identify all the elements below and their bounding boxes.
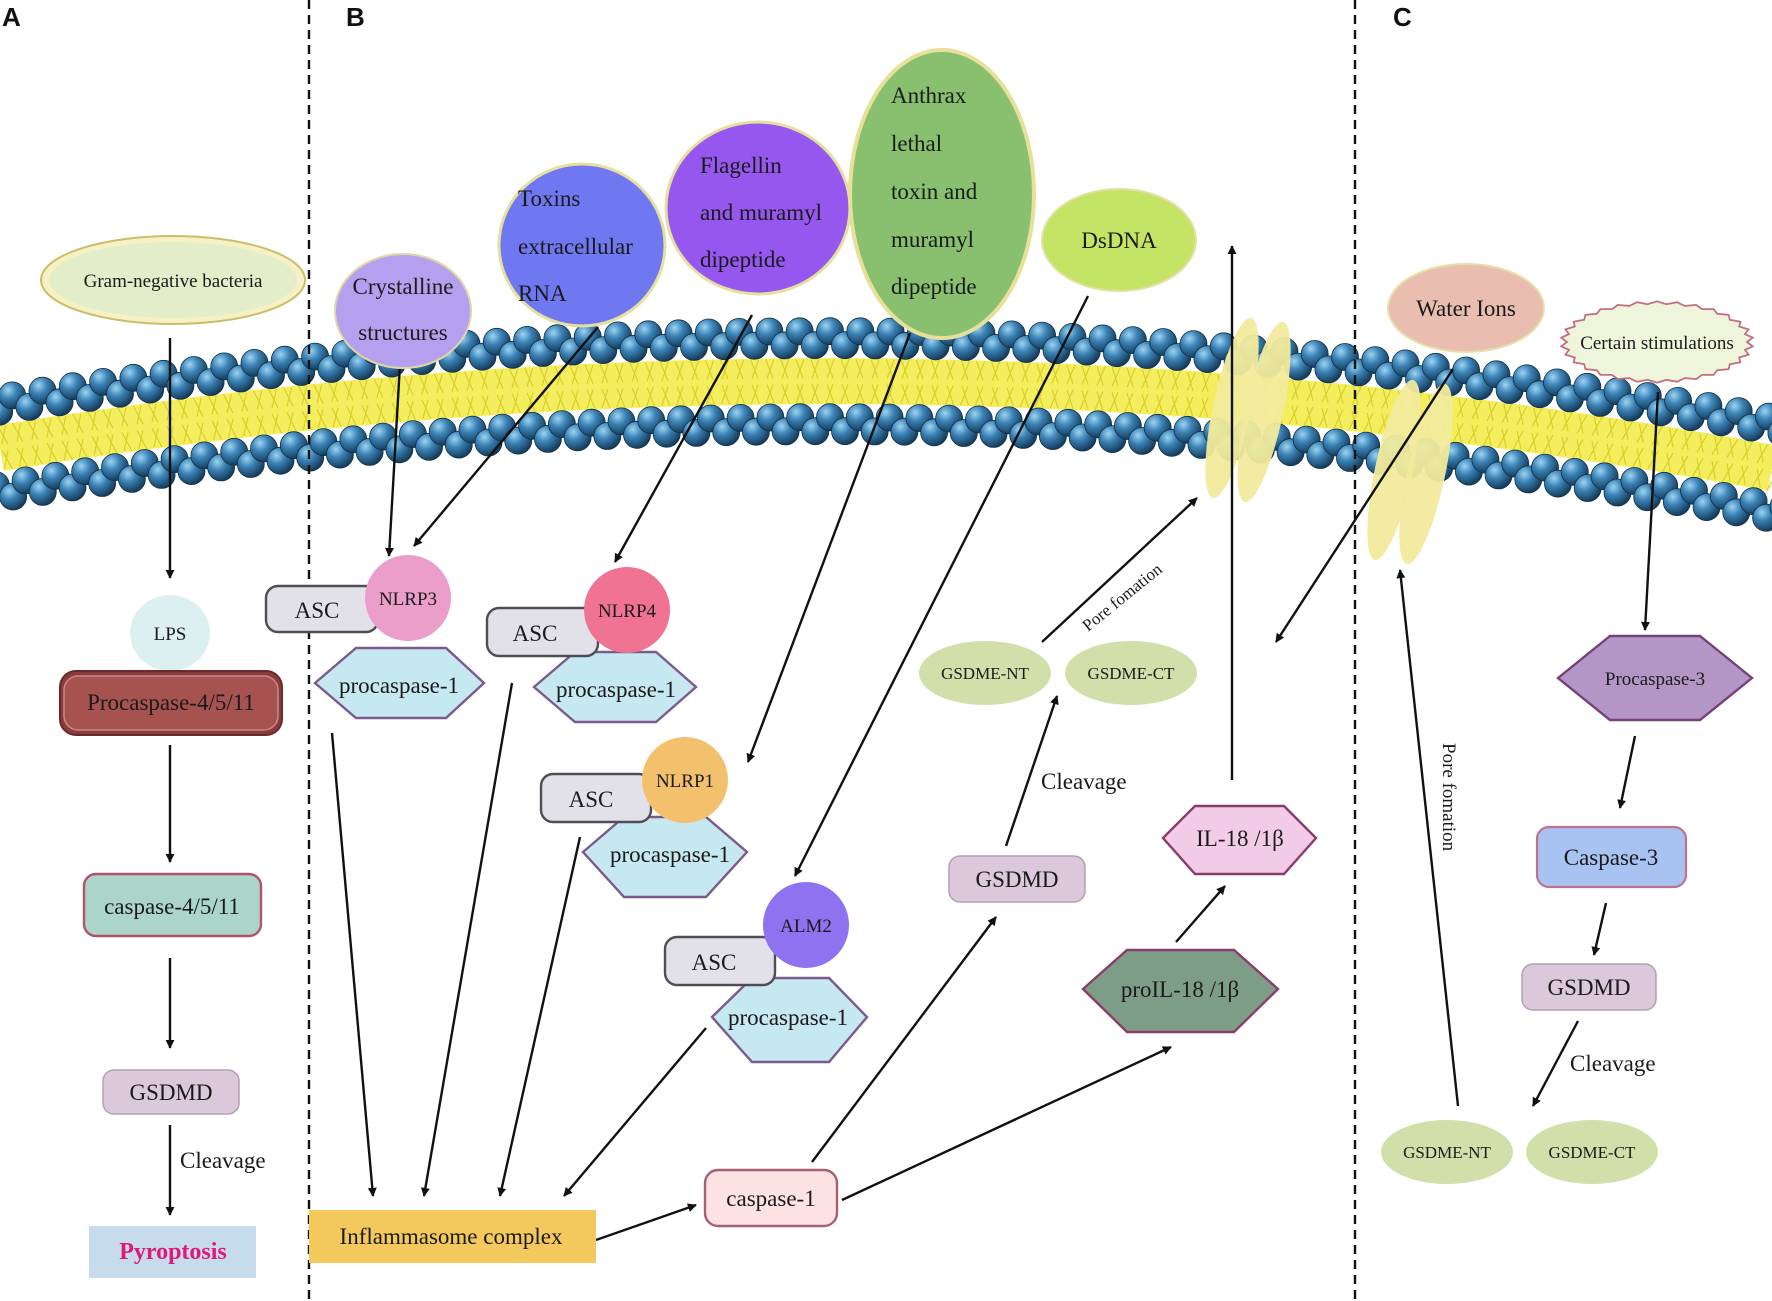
gsdme-nt-c: GSDME-NT — [1403, 1143, 1491, 1162]
gsdme-ct-b: GSDME-CT — [1088, 664, 1176, 683]
lipid-tails — [0, 358, 1772, 491]
il-18-1b: IL-18 /1β — [1196, 826, 1284, 851]
panel-label-c: C — [1393, 2, 1412, 32]
toxins-line-2: extracellular — [518, 234, 633, 259]
caspase-4-5-11: caspase-4/5/11 — [104, 894, 240, 919]
gsdmd-c: GSDMD — [1547, 975, 1630, 1000]
caspase-3: Caspase-3 — [1564, 845, 1659, 870]
procaspase-3: Procaspase-3 — [1605, 669, 1705, 690]
arrows — [165, 245, 1660, 1242]
toxins-line-1: Toxins — [518, 186, 580, 211]
lps-label: LPS — [154, 624, 187, 645]
cleavage-c: Cleavage — [1570, 1051, 1656, 1076]
crystalline-line-1: Crystalline — [353, 274, 454, 299]
pyroptosis-outcome: Pyroptosis — [119, 1239, 227, 1265]
procaspase-1-alm2: procaspase-1 — [728, 1005, 848, 1030]
inflammasome-alm2: procaspase-1 ASC ALM2 — [663, 882, 869, 1064]
certain-stimulations-shape — [1559, 300, 1755, 384]
flagellin-line-2: and muramyl — [700, 200, 822, 225]
anthrax-line-4: muramyl — [891, 227, 974, 252]
cleavage-b: Cleavage — [1041, 769, 1127, 794]
gsdmd-b: GSDMD — [975, 867, 1058, 892]
inflammasome-nlrp1: procaspase-1 ASC NLRP1 — [539, 737, 749, 899]
certain-stimulations: Certain stimulations — [1580, 333, 1734, 354]
water-ions: Water Ions — [1416, 296, 1516, 321]
cell-membrane — [0, 317, 1772, 532]
toxins-line-3: RNA — [518, 281, 567, 306]
inflammasome-nlrp4: procaspase-1 ASC NLRP4 — [485, 567, 698, 724]
asc-nlrp1: ASC — [569, 787, 614, 812]
alm2: ALM2 — [780, 916, 832, 937]
procaspase-4-5-11: Procaspase-4/5/11 — [87, 690, 255, 715]
lipid-tail-band — [0, 358, 1772, 491]
procaspase-1-nlrp1: procaspase-1 — [610, 842, 730, 867]
pore-formation-c: Pore fomation — [1438, 743, 1459, 852]
flagellin-line-3: dipeptide — [700, 247, 786, 272]
gsdmd-a: GSDMD — [129, 1080, 212, 1105]
anthrax-line-5: dipeptide — [891, 274, 977, 299]
gsdme-pore-c — [1367, 379, 1453, 565]
anthrax-line-2: lethal — [891, 131, 942, 156]
gsdme-nt-b: GSDME-NT — [941, 664, 1029, 683]
anthrax-line-1: Anthrax — [891, 83, 967, 108]
asc-nlrp3: ASC — [295, 598, 340, 623]
panel-b-downstream: Inflammasome complex caspase-1 GSDMD Cle… — [309, 559, 1318, 1263]
procaspase-1-nlrp4: procaspase-1 — [556, 677, 676, 702]
nlrp3: NLRP3 — [379, 589, 437, 610]
panel-label-a: A — [2, 2, 21, 32]
crystalline-line-2: structures — [358, 320, 447, 345]
panel-c: Water Ions Certain stimulations Procaspa… — [1381, 263, 1755, 1184]
dsdna: DsDNA — [1081, 228, 1157, 253]
panel-label-b: B — [346, 2, 365, 32]
nlrp4: NLRP4 — [598, 601, 657, 622]
gram-negative-bacteria: Gram-negative bacteria — [84, 271, 263, 292]
asc-nlrp4: ASC — [513, 621, 558, 646]
anthrax-line-3: toxin and — [891, 179, 978, 204]
procaspase-1-nlrp3: procaspase-1 — [339, 673, 459, 698]
inflammasome-nlrp3: procaspase-1 ASC NLRP3 — [264, 555, 486, 720]
cleavage-a: Cleavage — [180, 1148, 266, 1173]
gsdme-ct-c: GSDME-CT — [1549, 1143, 1637, 1162]
panel-a: Gram-negative bacteria LPS Procaspase-4/… — [40, 235, 306, 1278]
caspase-1: caspase-1 — [726, 1186, 815, 1211]
asc-alm2: ASC — [692, 950, 737, 975]
inflammasome-complex: Inflammasome complex — [340, 1224, 563, 1249]
proil-18-1b: proIL-18 /1β — [1121, 977, 1239, 1002]
nlrp1: NLRP1 — [656, 771, 714, 792]
flagellin-line-1: Flagellin — [700, 153, 782, 178]
panel-b-stimuli: Crystalline structures Toxins extracellu… — [334, 48, 1197, 369]
